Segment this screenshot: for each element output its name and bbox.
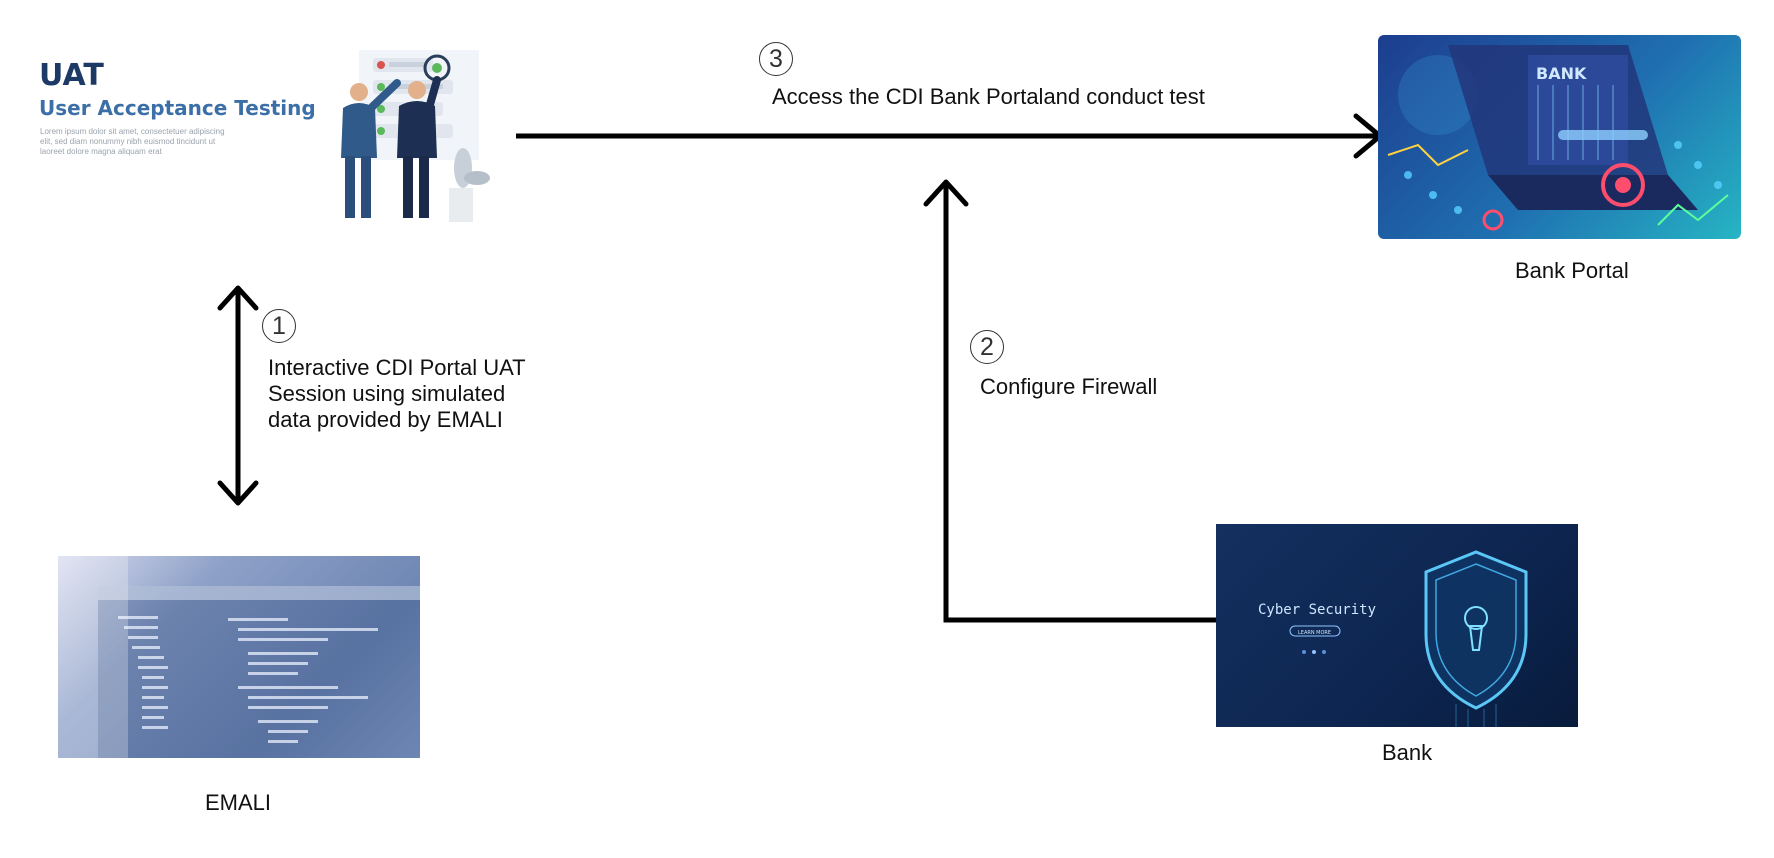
arrow-configure-firewall — [943, 184, 1216, 623]
bank-sign: BANK — [1536, 64, 1587, 83]
uat-lorem-line: Lorem ipsum dolor sit amet, consectetuer… — [40, 127, 225, 136]
bank-image: Cyber Security LEARN MORE — [1216, 524, 1578, 727]
step-3-number: 3 — [759, 42, 793, 76]
uat-people-image — [341, 50, 490, 222]
step-1-line: data provided by EMALI — [268, 407, 503, 432]
bank-label: Bank — [1382, 740, 1433, 765]
arrowhead-configure-firewall — [923, 179, 969, 207]
step-1-number: 1 — [262, 309, 296, 343]
bank-screen-button: LEARN MORE — [1298, 630, 1331, 636]
arrowhead-uat-emali-bottom — [217, 480, 259, 506]
bank-cyber-graphic: Cyber Security LEARN MORE — [1258, 550, 1528, 727]
step-1-line: Interactive CDI Portal UAT — [268, 355, 526, 380]
uat-lorem-line: laoreet dolore magna aliquam erat — [40, 147, 162, 156]
step-1-label: Interactive CDI Portal UAT Session using… — [268, 355, 526, 433]
step-3-label: Access the CDI Bank Portaland conduct te… — [772, 84, 1205, 109]
bank-portal-image: BANK — [1378, 35, 1741, 239]
uat-lorem-line: elit, sed diam nonummy nibh euismod tinc… — [40, 137, 216, 146]
step-1-line: Session using simulated — [268, 381, 506, 406]
uat-subtitle: User Acceptance Testing — [39, 96, 316, 120]
emali-label: EMALI — [205, 790, 272, 815]
bank-portal-graphic: BANK — [1387, 45, 1729, 231]
emali-code-graphic — [58, 556, 420, 758]
uat-title: UAT — [39, 58, 104, 93]
arrowhead-uat-emali-top — [217, 285, 259, 311]
bank-screen-title: Cyber Security — [1258, 602, 1376, 618]
emali-image — [58, 556, 420, 758]
step-2-label: Configure Firewall — [980, 374, 1158, 399]
step-2-number: 2 — [970, 330, 1004, 364]
bank-portal-label: Bank Portal — [1515, 258, 1629, 283]
uat-illustration: UAT User Acceptance Testing Lorem ipsum … — [34, 28, 514, 228]
uat-lorem-text: Lorem ipsum dolor sit amet, consectetuer… — [40, 127, 260, 157]
